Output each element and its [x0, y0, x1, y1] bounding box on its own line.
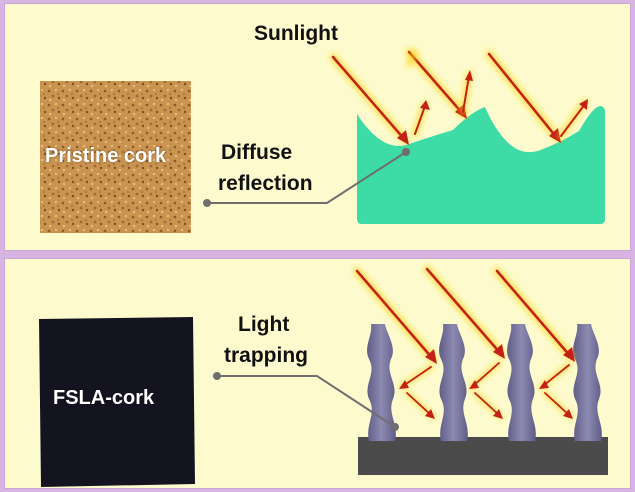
- diffuse-surface: [357, 106, 605, 224]
- pillar-4: [573, 324, 602, 441]
- leader-dot-right: [391, 423, 399, 431]
- fsla-cork-label: FSLA-cork: [53, 387, 155, 409]
- sunlight-label: Sunlight: [254, 22, 338, 45]
- leader-dot-left: [203, 199, 211, 207]
- bounce-rays: [402, 362, 570, 416]
- substrate-base: [358, 437, 608, 475]
- bottom-panel: FSLA-cork Light trapping: [4, 258, 631, 489]
- bounce-arrowheads: [399, 380, 573, 419]
- incident-rays: [331, 50, 559, 142]
- top-panel: Sunlight Pristine cork Diffuse reflectio…: [4, 3, 631, 251]
- trapping-label: trapping: [224, 344, 308, 367]
- trap-arrowheads: [425, 344, 575, 364]
- fsla-cork-sample: [39, 317, 195, 487]
- bottom-panel-graphics: [39, 265, 608, 487]
- pillars: [367, 324, 602, 441]
- trap-rays: [355, 267, 573, 361]
- pillar-1: [367, 324, 396, 441]
- leader-dot-left: [213, 372, 221, 380]
- pillar-2: [439, 324, 468, 441]
- reflected-rays: [414, 75, 586, 137]
- pillar-3: [507, 324, 536, 441]
- diffuse-leader-line: [207, 151, 407, 204]
- pristine-cork-label: Pristine cork: [45, 145, 167, 167]
- pristine-cork-sample: [40, 81, 191, 233]
- trapping-leader-line: [217, 375, 396, 428]
- light-label: Light: [238, 313, 290, 336]
- diffuse-label: Diffuse: [221, 141, 293, 164]
- reflection-label: reflection: [218, 172, 313, 195]
- reflected-arrowheads: [420, 70, 588, 110]
- leader-dot-right: [402, 148, 410, 156]
- top-panel-graphics: [40, 48, 605, 233]
